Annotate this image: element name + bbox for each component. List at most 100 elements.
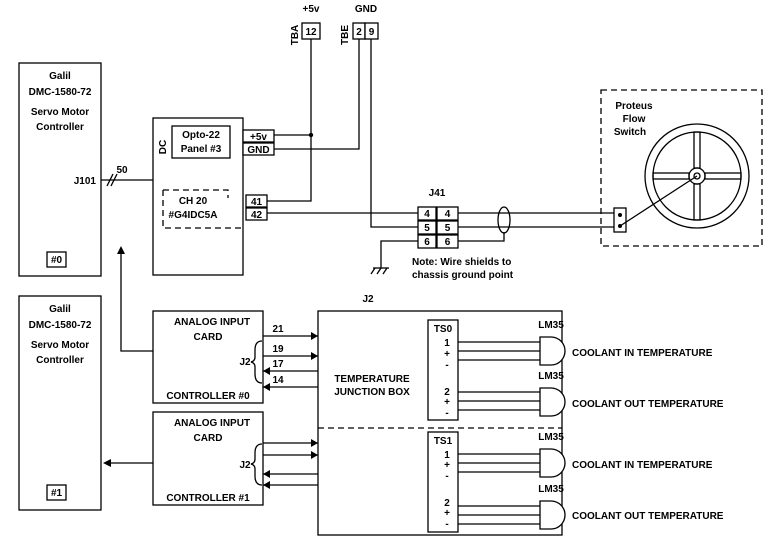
power-wiring bbox=[267, 39, 418, 228]
sensor-part: LM35 bbox=[538, 371, 564, 382]
flow-switch-label-2: Flow bbox=[623, 114, 646, 125]
analog-pin: 19 bbox=[272, 344, 284, 355]
controller-badge: #1 bbox=[51, 488, 63, 499]
plus-sign: + bbox=[444, 460, 450, 471]
arrow-icon bbox=[103, 459, 111, 467]
shield-note-2: chassis ground point bbox=[412, 270, 514, 281]
ts1-block bbox=[427, 431, 459, 533]
sensor-0: LM35 COOLANT IN TEMPERATURE bbox=[458, 320, 713, 366]
opto-pwr-terminal: +5v bbox=[250, 132, 267, 143]
analog-card-j-label: J2 bbox=[239, 357, 251, 368]
junction-box: J2 TEMPERATURE JUNCTION BOX TS0 1 + - 2 … bbox=[317, 294, 563, 536]
lm35-sensor-icon bbox=[539, 387, 566, 417]
controller-brand: Galil bbox=[49, 71, 71, 82]
sensor-2: LM35 COOLANT IN TEMPERATURE bbox=[458, 432, 713, 478]
sensor-1: LM35 COOLANT OUT TEMPERATURE bbox=[458, 371, 724, 417]
opto-panel-number: Panel #3 bbox=[181, 144, 222, 155]
tbe-supply: GND bbox=[355, 4, 377, 15]
analog-pin: 14 bbox=[272, 375, 284, 386]
connector-j41: J41 4 4 5 5 6 6 bbox=[417, 188, 459, 249]
analog-card-title: ANALOG INPUT bbox=[174, 418, 250, 429]
controller-model: DMC-1580-72 bbox=[29, 320, 92, 331]
controller-desc-2: Controller bbox=[36, 355, 84, 366]
channel-number: 2 bbox=[444, 498, 450, 509]
junction-j-label: J2 bbox=[362, 294, 374, 305]
shield-note-1: Note: Wire shields to bbox=[412, 257, 511, 268]
sensor-part: LM35 bbox=[538, 320, 564, 331]
analog-card-footer: CONTROLLER #1 bbox=[166, 493, 250, 504]
channel-number: 1 bbox=[444, 338, 450, 349]
plus-sign: + bbox=[444, 349, 450, 360]
analog-card-subtitle: CARD bbox=[194, 332, 223, 343]
card1-junction-wires bbox=[263, 439, 318, 489]
lm35-sensor-icon bbox=[539, 500, 566, 530]
sensor-part: LM35 bbox=[538, 484, 564, 495]
sensor-label: COOLANT OUT TEMPERATURE bbox=[572, 511, 724, 522]
controller-desc-2: Controller bbox=[36, 122, 84, 133]
tba-pin: 12 bbox=[305, 27, 317, 38]
controller-1: Galil DMC-1580-72 Servo Motor Controller… bbox=[18, 295, 102, 511]
opto-panel: DC Opto-22 Panel #3 +5v GND CH 20 #G4IDC… bbox=[152, 117, 275, 276]
opto-panel-title: Opto-22 bbox=[182, 130, 220, 141]
j41-pin: 5 bbox=[445, 223, 451, 234]
opto-pin-41: 41 bbox=[251, 197, 263, 208]
minus-sign: - bbox=[445, 408, 448, 419]
reed-switch-icon bbox=[613, 207, 627, 233]
j41-pin: 4 bbox=[424, 209, 430, 220]
analog-card-subtitle: CARD bbox=[194, 433, 223, 444]
cable-count-label: 50 bbox=[116, 165, 128, 176]
sensor-part: LM35 bbox=[538, 432, 564, 443]
flow-wheel-icon bbox=[644, 123, 750, 229]
lm35-sensor-icon bbox=[539, 336, 566, 366]
terminal-tbe: TBE GND 2 9 bbox=[340, 4, 379, 45]
connector-j101-label: J101 bbox=[74, 176, 97, 187]
opto-pin-42: 42 bbox=[251, 210, 263, 221]
controller-brand: Galil bbox=[49, 304, 71, 315]
controller-desc-1: Servo Motor bbox=[31, 107, 89, 118]
flow-switch-label-1: Proteus bbox=[615, 101, 653, 112]
analog-card-0: ANALOG INPUT CARD J2 CONTROLLER #0 21 19… bbox=[152, 310, 284, 404]
j41-label: J41 bbox=[429, 188, 446, 199]
tbe-label: TBE bbox=[340, 25, 351, 45]
cable-50: 50 bbox=[101, 165, 153, 187]
controller-badge: #0 bbox=[51, 255, 63, 266]
j41-pin: 6 bbox=[424, 237, 430, 248]
tba-label: TBA bbox=[290, 25, 301, 46]
terminal-tba: TBA +5v 12 bbox=[290, 4, 321, 46]
channel-number: 2 bbox=[444, 387, 450, 398]
sensor-label: COOLANT OUT TEMPERATURE bbox=[572, 399, 724, 410]
opto-side-label: DC bbox=[158, 140, 169, 154]
channel-number: 1 bbox=[444, 450, 450, 461]
opto-gnd-terminal: GND bbox=[247, 145, 269, 156]
sensor-label: COOLANT IN TEMPERATURE bbox=[572, 460, 713, 471]
plus-sign: + bbox=[444, 397, 450, 408]
j41-pin: 4 bbox=[445, 209, 451, 220]
sensor-label: COOLANT IN TEMPERATURE bbox=[572, 348, 713, 359]
analog-card-1: ANALOG INPUT CARD J2 CONTROLLER #1 bbox=[152, 411, 264, 506]
minus-sign: - bbox=[445, 519, 448, 530]
tbe-pin-a: 2 bbox=[356, 27, 362, 38]
sensor-3: LM35 COOLANT OUT TEMPERATURE bbox=[458, 484, 724, 530]
lm35-sensor-icon bbox=[539, 448, 566, 478]
analog-pin: 17 bbox=[272, 359, 284, 370]
signal-wiring: Note: Wire shields to chassis ground poi… bbox=[267, 206, 614, 281]
analog-pin: 21 bbox=[272, 324, 284, 335]
ts0-block bbox=[427, 319, 459, 421]
analog-card-footer: CONTROLLER #0 bbox=[166, 391, 250, 402]
cable-shield bbox=[497, 206, 511, 234]
opto-module: #G4IDC5A bbox=[169, 210, 218, 221]
j41-pin: 6 bbox=[445, 237, 451, 248]
flow-switch-label-3: Switch bbox=[614, 127, 646, 138]
controller-desc-1: Servo Motor bbox=[31, 340, 89, 351]
j41-pin: 5 bbox=[424, 223, 430, 234]
analog-card-title: ANALOG INPUT bbox=[174, 317, 250, 328]
ts0-label: TS0 bbox=[434, 324, 453, 335]
minus-sign: - bbox=[445, 360, 448, 371]
tbe-pin-b: 9 bbox=[369, 27, 375, 38]
arrow-icon bbox=[117, 246, 125, 254]
tba-supply: +5v bbox=[303, 4, 320, 15]
flow-switch: Proteus Flow Switch bbox=[600, 89, 763, 247]
ts1-label: TS1 bbox=[434, 436, 453, 447]
junction-title-2: JUNCTION BOX bbox=[334, 387, 410, 398]
